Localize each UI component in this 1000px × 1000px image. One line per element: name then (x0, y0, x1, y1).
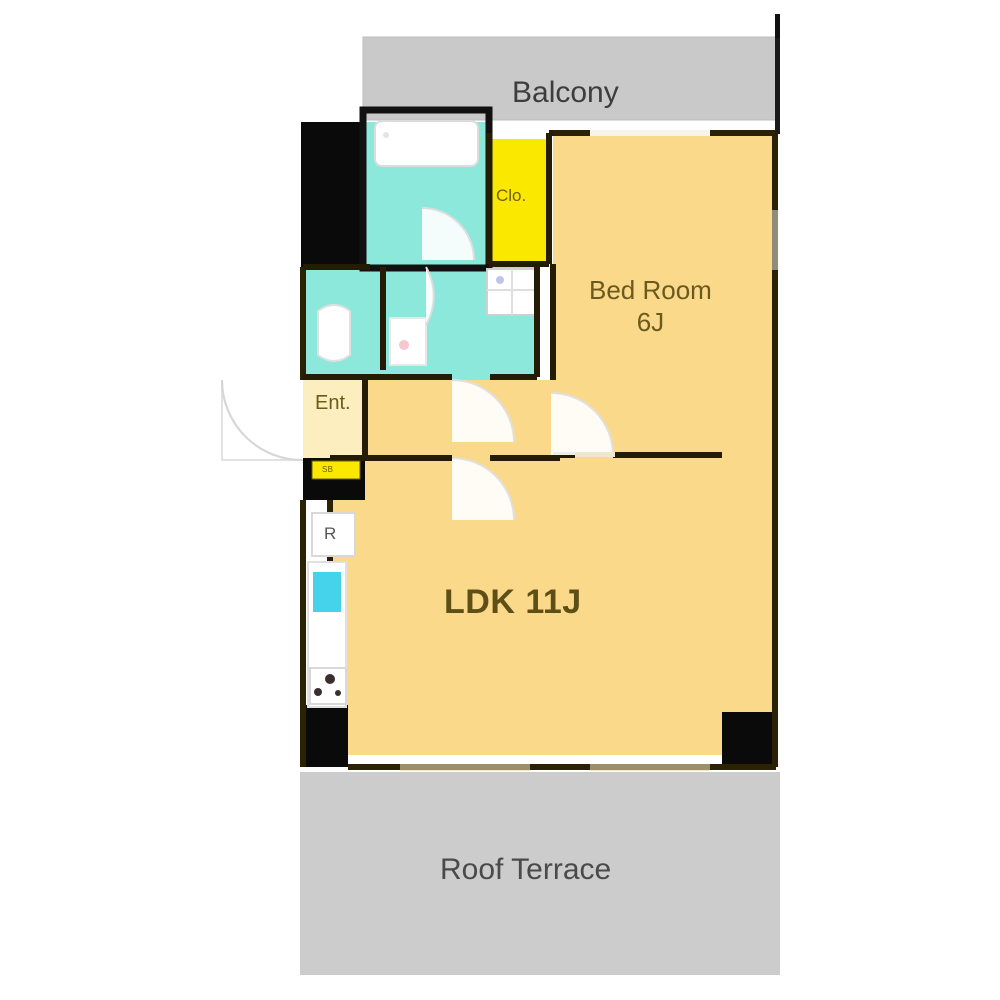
washroom-door-swing (452, 380, 514, 442)
balcony-right-edge (775, 14, 780, 134)
washroom-fixtures (317, 268, 539, 366)
bath-door-swing (422, 208, 474, 260)
toilet-fixture (317, 304, 351, 362)
balcony-edge-nub (775, 14, 780, 38)
kitchen-fixtures (307, 512, 356, 708)
floor-fills (303, 133, 775, 755)
internal-partitions (303, 130, 722, 461)
wall-block-lower-left (303, 705, 348, 767)
washbasin-fixture (389, 317, 427, 366)
balcony-area (362, 36, 779, 121)
kitchen-sink-fixture (313, 572, 341, 612)
bedroom-door-swing (551, 393, 613, 455)
closet-fill (489, 139, 549, 264)
structural-wall-blocks (301, 122, 776, 767)
closet-area (489, 139, 549, 264)
ldk-door-swing (452, 458, 514, 520)
roof-terrace-area (300, 772, 780, 975)
refrigerator-fixture (311, 512, 356, 557)
shoe-box-fixture (311, 460, 361, 480)
stove-fixture (309, 667, 347, 705)
wall-block-top-left (301, 122, 364, 267)
wall-block-lower-right (722, 712, 776, 767)
ldk-floor (330, 455, 775, 755)
window-openings (400, 130, 778, 771)
door-swings (221, 207, 614, 521)
bathtub-fixture (374, 120, 479, 167)
entrance-floor (303, 380, 365, 460)
